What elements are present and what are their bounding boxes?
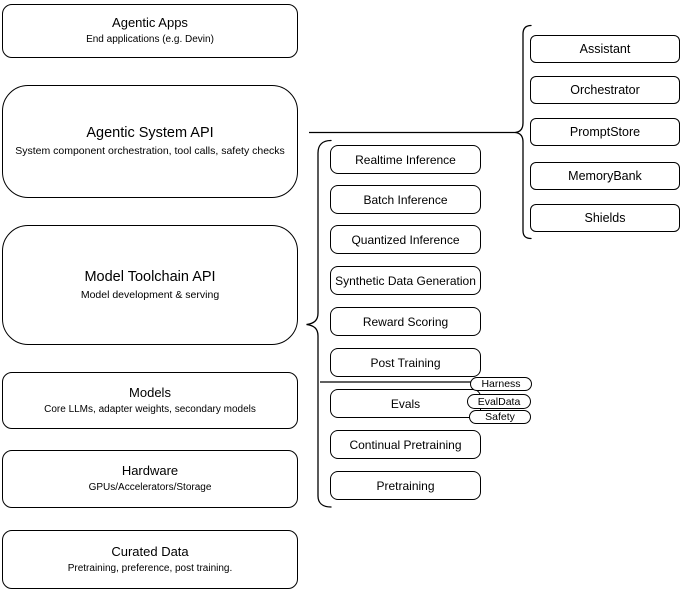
node-label: Orchestrator: [570, 83, 640, 97]
node-promptstore: PromptStore: [530, 118, 680, 146]
node-tag-harness: Harness: [470, 377, 532, 391]
node-label: Quantized Inference: [351, 232, 460, 247]
node-evals: Evals: [330, 389, 481, 418]
node-tag-evaldata: EvalData: [467, 394, 531, 409]
node-reward-scoring: Reward Scoring: [330, 307, 481, 336]
node-title: Agentic Apps: [112, 15, 188, 30]
node-synthetic-data-generation: Synthetic Data Generation: [330, 266, 481, 295]
node-title: Hardware: [121, 463, 179, 478]
node-subtitle: System component orchestration, tool cal…: [15, 145, 285, 157]
node-batch-inference: Batch Inference: [330, 185, 481, 214]
node-subtitle: Pretraining, preference, post training.: [67, 562, 233, 574]
toolchain-group-brace: [306, 139, 332, 508]
node-label: Pretraining: [376, 478, 435, 493]
node-subtitle: End applications (e.g. Devin): [86, 34, 214, 45]
node-title: Curated Data: [111, 543, 189, 559]
node-realtime-inference: Realtime Inference: [330, 145, 481, 174]
node-label: Shields: [584, 211, 626, 225]
node-model-toolchain-api: Model Toolchain API Model development & …: [2, 225, 298, 345]
node-agentic-system-api: Agentic System API System component orch…: [2, 85, 298, 198]
node-title: Agentic System API: [86, 125, 214, 141]
node-curated-data: Curated Data Pretraining, preference, po…: [2, 530, 298, 589]
node-shields: Shields: [530, 204, 680, 232]
node-agentic-apps: Agentic Apps End applications (e.g. Devi…: [2, 4, 298, 58]
node-subtitle: Core LLMs, adapter weights, secondary mo…: [44, 403, 256, 415]
node-post-training: Post Training: [330, 348, 481, 377]
node-label: Safety: [485, 411, 515, 423]
node-subtitle: Model development & serving: [80, 288, 220, 301]
node-continual-pretraining: Continual Pretraining: [330, 430, 481, 459]
node-quantized-inference: Quantized Inference: [330, 225, 481, 254]
node-label: MemoryBank: [568, 169, 642, 183]
node-orchestrator: Orchestrator: [530, 76, 680, 104]
node-label: EvalData: [477, 395, 521, 408]
node-title: Models: [129, 384, 171, 400]
node-pretraining: Pretraining: [330, 471, 481, 500]
node-label: Synthetic Data Generation: [335, 273, 476, 288]
node-models: Models Core LLMs, adapter weights, secon…: [2, 372, 298, 429]
node-label: Assistant: [579, 42, 631, 56]
node-hardware: Hardware GPUs/Accelerators/Storage: [2, 450, 298, 508]
node-label: Evals: [390, 396, 421, 411]
node-label: Reward Scoring: [362, 314, 449, 329]
node-label: Batch Inference: [363, 192, 448, 207]
node-label: Post Training: [370, 355, 441, 370]
node-label: Realtime Inference: [355, 152, 456, 167]
node-title: Model Toolchain API: [84, 268, 216, 285]
node-subtitle: GPUs/Accelerators/Storage: [88, 482, 212, 493]
node-label: Harness: [481, 378, 521, 390]
node-memorybank: MemoryBank: [530, 162, 680, 190]
node-label: Continual Pretraining: [349, 437, 462, 452]
node-label: PromptStore: [569, 125, 641, 139]
node-tag-safety: Safety: [469, 410, 531, 424]
system-group-brace: [514, 24, 532, 240]
node-assistant: Assistant: [530, 35, 680, 63]
